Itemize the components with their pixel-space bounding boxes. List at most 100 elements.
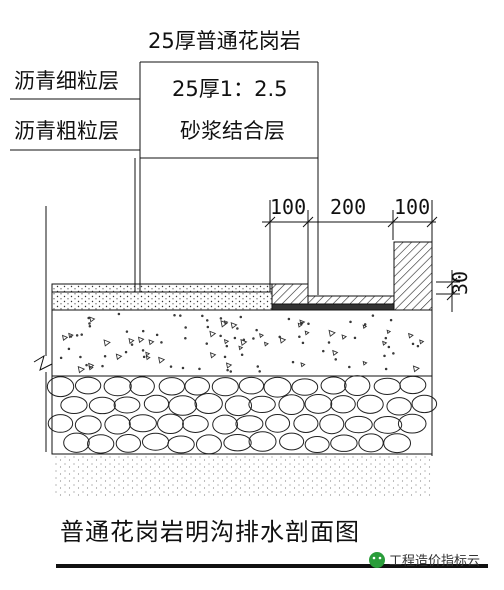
break-line-left: [33, 206, 53, 452]
stone-cobble: [103, 376, 132, 397]
aggregate-mark: [77, 365, 86, 374]
aggregate-mark: [263, 341, 269, 347]
stone-cobble: [356, 394, 384, 414]
aggregate-dot: [233, 336, 237, 340]
label-granite-layer: 25厚普通花岗岩: [148, 29, 301, 53]
stone-cobble: [304, 394, 333, 414]
aggregate-dot: [173, 314, 176, 317]
aggregate-mark: [225, 362, 233, 369]
stone-cobble: [279, 432, 305, 451]
label-mortar-thickness: 25厚1：2.5: [172, 77, 287, 101]
aggregate-dot: [291, 360, 295, 364]
aggregate-dot: [155, 333, 159, 337]
aggregate-mark: [145, 355, 151, 361]
aggregate-dot: [252, 337, 255, 340]
label-mortar-layer: 砂浆结合层: [180, 119, 285, 143]
label-asphalt-fine: 沥青细粒层: [14, 69, 119, 93]
aggregate-mark: [103, 339, 111, 347]
aggregate-mark: [300, 362, 306, 368]
aggregate-dot: [219, 334, 222, 338]
aggregate-dot: [130, 343, 134, 346]
stone-cobble: [386, 397, 412, 416]
stone-cobble: [238, 376, 265, 395]
aggregate-dot: [240, 353, 244, 357]
stone-cobble: [194, 393, 223, 414]
aggregate-mark: [209, 352, 217, 359]
granite-channel-bottom: [307, 295, 395, 305]
aggregate-dot: [307, 322, 310, 326]
aggregate-dot: [327, 341, 331, 344]
aggregate-dot: [181, 366, 185, 370]
aggregate-mark: [148, 339, 155, 346]
aggregate-mark: [61, 334, 69, 341]
aggregate-dot: [301, 341, 305, 345]
aggregate-dot: [205, 342, 209, 345]
stone-cobble: [224, 395, 253, 417]
stone-cobble: [157, 413, 184, 435]
aggregate-mark: [115, 353, 123, 361]
aggregate-dot: [278, 335, 281, 339]
stone-cobble: [87, 434, 115, 454]
aggregate-dot: [389, 318, 393, 322]
aggregate-dot: [219, 317, 223, 320]
aggregate-dot: [256, 365, 260, 368]
aggregate-dot: [103, 355, 107, 358]
aggregate-dot: [226, 368, 229, 372]
stone-cobble: [60, 396, 88, 414]
aggregate-dot: [101, 364, 104, 368]
stone-cobble: [46, 376, 75, 398]
aggregate-mark: [297, 322, 303, 328]
aggregate-dot: [387, 345, 391, 349]
stone-cobble: [411, 394, 438, 414]
asphalt-coarse-layer: [51, 291, 273, 311]
aggregate-mark: [328, 329, 336, 338]
aggregate-mark: [386, 329, 392, 335]
aggregate-mark: [362, 324, 368, 330]
aggregate-mark: [220, 320, 228, 328]
stone-cobble: [383, 433, 412, 454]
aggregate-dot: [225, 344, 229, 348]
stone-cobble: [373, 415, 403, 434]
stone-cobble: [88, 396, 116, 415]
dimension-left-wall: 100: [270, 195, 306, 219]
aggregate-dot: [363, 323, 367, 326]
aggregate-dot: [141, 329, 145, 333]
stone-cobble: [184, 376, 210, 396]
aggregate-dot: [125, 330, 129, 333]
aggregate-dot: [411, 342, 415, 346]
aggregate-mark: [128, 337, 135, 345]
concrete-aggregate: [59, 312, 425, 374]
aggregate-dot: [349, 320, 352, 324]
stone-cobble: [74, 415, 102, 435]
aggregate-mark: [158, 356, 166, 364]
stone-cobble: [319, 414, 345, 435]
stone-cobble: [113, 396, 141, 414]
aggregate-dot: [117, 312, 121, 316]
stone-cobble: [211, 377, 239, 397]
aggregate-mark: [209, 330, 217, 338]
aggregate-dot: [59, 356, 63, 360]
aggregate-mark: [238, 345, 244, 351]
stone-cobble: [358, 433, 384, 453]
aggregate-mark: [304, 330, 310, 336]
aggregate-mark: [89, 316, 96, 323]
aggregate-dot: [239, 315, 243, 319]
aggregate-mark: [419, 339, 425, 345]
stone-cobble: [212, 414, 239, 435]
aggregate-dot: [206, 319, 209, 322]
stone-cobble: [248, 431, 277, 452]
aggregate-dot: [87, 316, 90, 320]
aggregate-dot: [75, 334, 79, 337]
aggregate-dot: [198, 367, 201, 371]
stone-cobble: [248, 395, 276, 414]
aggregate-mark: [332, 349, 339, 357]
aggregate-mark: [408, 332, 414, 339]
stone-cobble: [265, 413, 291, 433]
aggregate-dot: [384, 336, 388, 340]
stone-cobble: [129, 376, 155, 397]
mortar-bed: [271, 303, 395, 311]
aggregate-dot: [141, 349, 145, 352]
stone-cobble: [304, 435, 330, 454]
aggregate-dot: [169, 365, 173, 368]
aggregate-dot: [300, 321, 304, 325]
